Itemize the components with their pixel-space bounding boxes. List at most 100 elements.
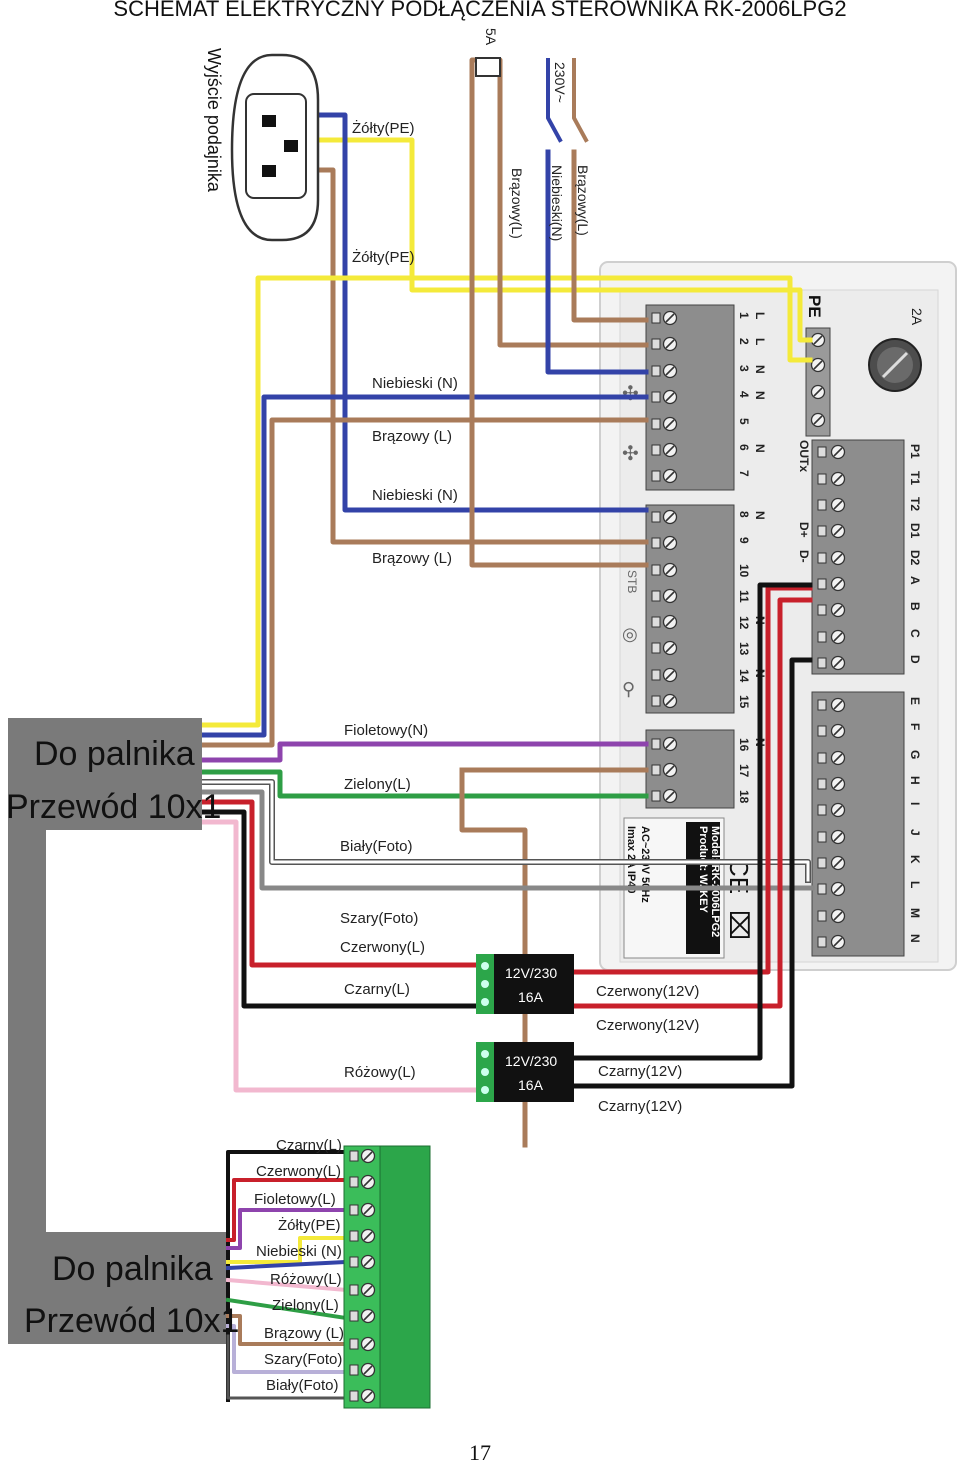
mains-fuse — [475, 57, 501, 77]
relay-1-line2: 16A — [518, 989, 544, 1005]
right-terminal-label: I — [908, 802, 922, 805]
right-terminal-slot — [817, 831, 827, 843]
right-terminal-screw — [830, 750, 846, 766]
model-plate-line: Model: RK-2006LPG2 — [709, 826, 721, 937]
wire-mains-brown-2 — [571, 149, 649, 323]
right-terminal-label: H — [908, 776, 922, 785]
left-terminal-slot — [651, 418, 661, 430]
wire-relay2-black-12v — [570, 582, 813, 1061]
right-terminal-slot — [817, 936, 827, 948]
right-terminal-slot — [817, 910, 827, 922]
left-terminal-function: N — [753, 444, 767, 453]
left-terminal-screw — [662, 535, 678, 551]
left-terminal-screw — [662, 336, 678, 352]
left-terminal-function: L — [753, 338, 767, 345]
bottom-terminal-slot — [349, 1256, 359, 1268]
socket-yellow-label-1: Żółty(PE) — [352, 119, 415, 137]
right-terminal-label: M — [908, 908, 922, 918]
feeder-output-label: Wyjście podajnika — [204, 48, 224, 193]
right-terminal-label: J — [908, 829, 922, 836]
left-terminal-number: 12 — [737, 616, 751, 630]
bottom-terminal-screw — [360, 1362, 376, 1378]
right-terminal-slot — [817, 446, 827, 458]
fan-2-icon: ✣ — [622, 443, 639, 465]
right-terminal-slot — [817, 725, 827, 737]
left-terminal-slot — [651, 790, 661, 802]
right-terminal-slot — [817, 499, 827, 511]
right-terminal-slot — [817, 604, 827, 616]
right-terminal-screw — [830, 576, 846, 592]
label-brown-1: Brązowy (L) — [372, 428, 452, 445]
left-terminal-slot — [651, 365, 661, 377]
terminal-block-right-lower — [811, 691, 905, 957]
left-terminal-slot — [651, 564, 661, 576]
right-terminal-slot — [817, 552, 827, 564]
left-terminal-screw — [662, 762, 678, 778]
label-grey: Szary(Foto) — [340, 910, 418, 927]
mains-voltage-label: 230V~ — [552, 62, 568, 103]
left-terminal-screw — [662, 363, 678, 379]
right-terminal-label: K — [908, 855, 922, 864]
right-terminal-screw — [830, 881, 846, 897]
left-terminal-function: L — [753, 312, 767, 319]
bottom-terminal-slot — [349, 1338, 359, 1350]
wire-black — [199, 809, 480, 1009]
left-terminal-number: 11 — [737, 590, 751, 603]
right-terminal-label: N — [908, 934, 922, 943]
terminal-block-right-upper — [811, 439, 905, 675]
right-terminal-label: D2 — [908, 550, 922, 566]
left-terminal-slot — [651, 338, 661, 350]
pe-screw-1 — [810, 332, 826, 348]
bottom-terminal-slot — [349, 1150, 359, 1162]
fan-icon: ✣ — [622, 383, 639, 405]
bottom-terminal-screw — [360, 1174, 376, 1190]
wire-mains-blue — [545, 149, 649, 375]
model-plate-line: Product: W. KEY — [697, 826, 709, 913]
label-black: Czarny(L) — [344, 981, 410, 998]
left-terminal-number: 3 — [737, 365, 751, 372]
burner-top-line1: Do palnika — [34, 735, 195, 773]
stb-icon: STB — [625, 570, 639, 593]
mains-brown-label-2: Brązowy(L) — [575, 165, 591, 236]
left-terminal-number: 6 — [737, 444, 751, 451]
relay-2-out-2: Czarny(12V) — [598, 1098, 682, 1115]
bottom-terminal-label: Żółty(PE) — [278, 1216, 341, 1234]
right-terminal-screw — [830, 471, 846, 487]
right-terminal-screw — [830, 602, 846, 618]
right-terminal-label: A — [908, 576, 922, 585]
label-white: Biały(Foto) — [340, 838, 413, 855]
wire-burner-blue — [199, 394, 649, 738]
right-terminal-slot — [817, 657, 827, 669]
bottom-terminal-slot — [349, 1204, 359, 1216]
left-terminal-number: 15 — [737, 695, 751, 709]
left-terminal-screw — [662, 788, 678, 804]
label-brown-2: Brązowy (L) — [372, 550, 452, 567]
right-terminal-slot — [817, 631, 827, 643]
right-terminal-label: T1 — [908, 471, 922, 485]
left-terminal-screw — [662, 736, 678, 752]
relay-2-out-1: Czarny(12V) — [598, 1063, 682, 1080]
wire-socket-brown — [315, 167, 649, 545]
relay-2-line1: 12V/230 — [505, 1053, 557, 1069]
right-terminal-screw — [830, 829, 846, 845]
mains-blue-label: Niebieski(N) — [549, 165, 565, 241]
left-terminal-number: 9 — [737, 537, 751, 544]
right-terminal-screw — [830, 629, 846, 645]
wire-grey — [199, 789, 815, 891]
mains-brown-label-1: Brązowy(L) — [509, 168, 525, 239]
bottom-terminal-label: Fioletowy(L) — [254, 1191, 336, 1208]
left-terminal-screw — [662, 562, 678, 578]
left-terminal-screw — [662, 667, 678, 683]
bottom-terminal-label: Szary(Foto) — [264, 1351, 342, 1368]
left-terminal-function: N — [753, 511, 767, 520]
left-terminal-screw — [662, 442, 678, 458]
relay-2 — [476, 1042, 574, 1102]
wire-socket-blue — [315, 112, 649, 513]
label-green: Zielony(L) — [344, 776, 411, 793]
left-terminal-screw — [662, 614, 678, 630]
right-terminal-slot — [817, 778, 827, 790]
burner-top-line2: Przewód 10x1 — [6, 788, 221, 826]
right-terminal-screw — [830, 908, 846, 924]
left-terminal-screw — [662, 468, 678, 484]
